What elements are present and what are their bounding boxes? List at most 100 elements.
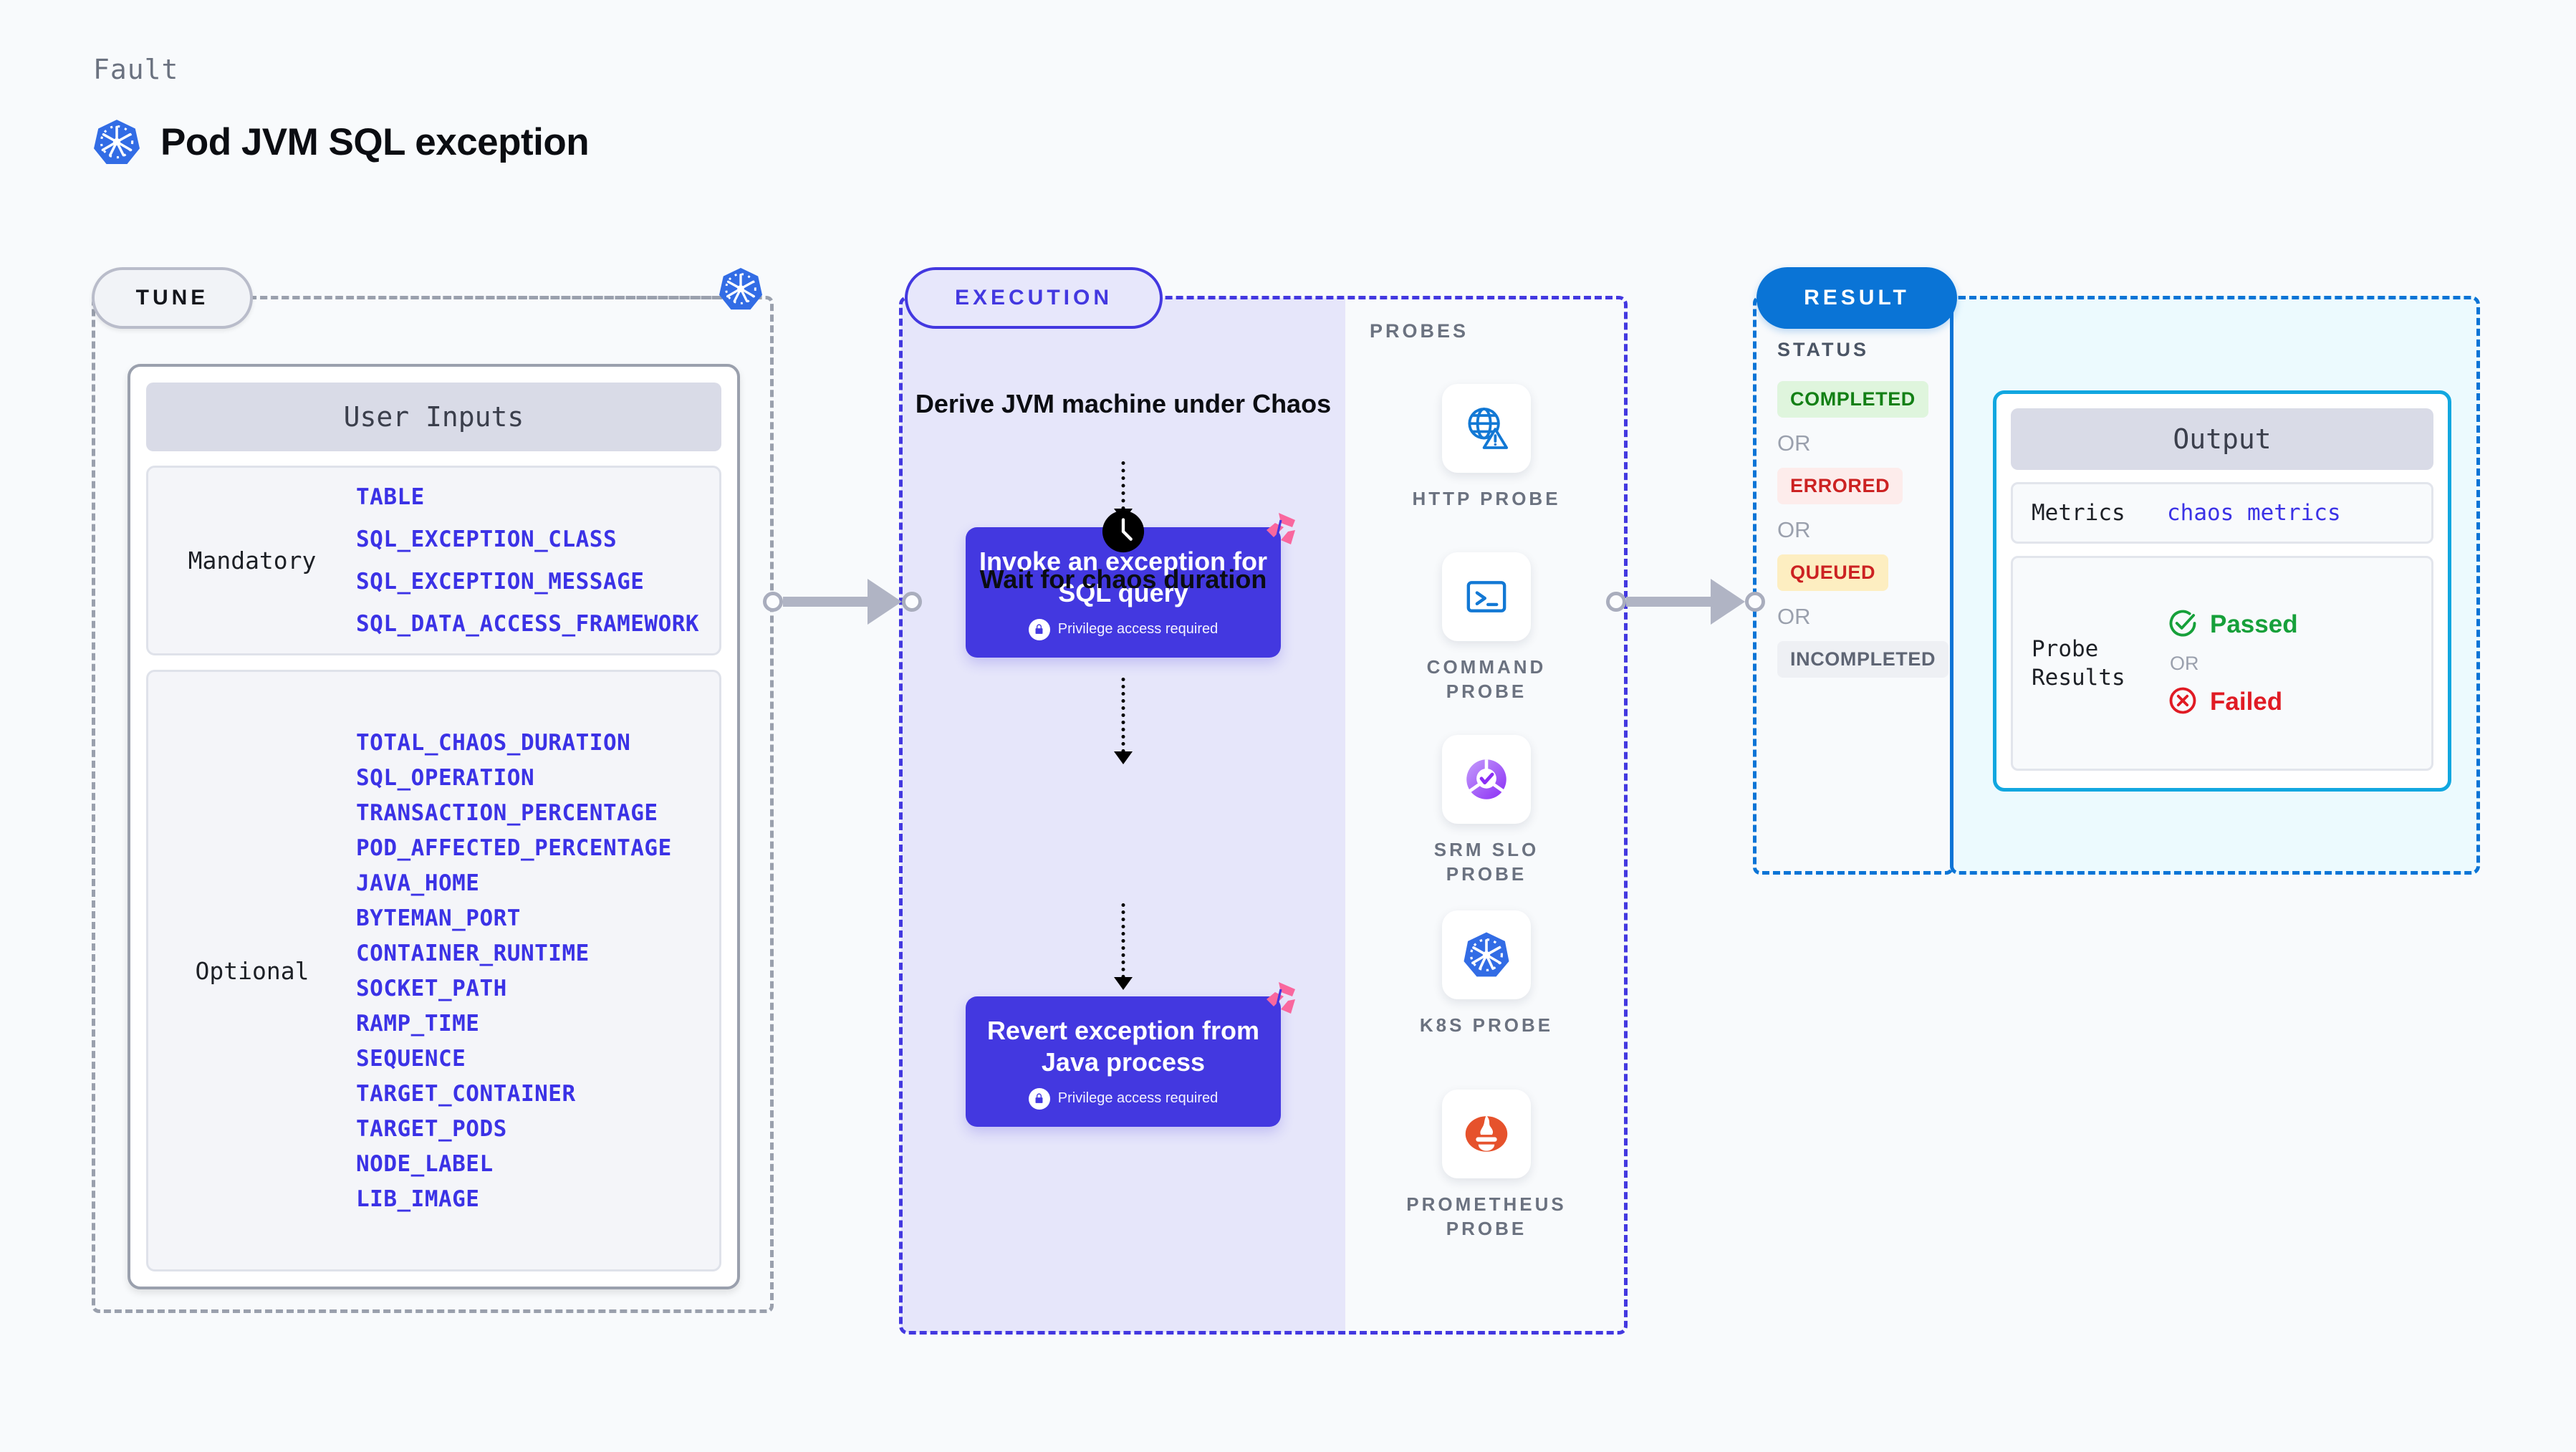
- status-badge: QUEUED: [1777, 554, 1889, 591]
- connector-bar: [1626, 597, 1712, 607]
- flow-arrowhead: [1114, 977, 1133, 990]
- prometheus-icon: [1442, 1090, 1531, 1178]
- probe-label: PROMETHEUS PROBE: [1406, 1193, 1567, 1240]
- probe-label: COMMAND PROBE: [1426, 656, 1547, 703]
- param-item[interactable]: SQL_OPERATION: [356, 764, 535, 791]
- connector-arrowhead: [1711, 579, 1745, 625]
- user-inputs-card: User Inputs Mandatory TABLE SQL_EXCEPTIO…: [128, 364, 740, 1289]
- output-row-probe-results: Probe Results Passed OR: [2011, 556, 2433, 771]
- optional-label: Optional: [195, 956, 309, 985]
- probe-result-failed: Failed: [2167, 685, 2298, 720]
- harness-badge-icon: [1259, 510, 1298, 552]
- probe-result-passed: Passed: [2167, 607, 2298, 643]
- page-title-row: Pod JVM SQL exception: [93, 118, 590, 165]
- connector-dot: [902, 592, 922, 612]
- execution-card-title: Invoke an exception for SQL query: [979, 547, 1268, 607]
- param-item[interactable]: SQL_EXCEPTION_MESSAGE: [356, 569, 645, 595]
- kubernetes-icon: [93, 118, 140, 165]
- output-title: Output: [2011, 408, 2433, 470]
- connector-dot: [763, 592, 783, 612]
- execution-card-title: Revert exception from Java process: [986, 1016, 1260, 1077]
- param-item[interactable]: NODE_LABEL: [356, 1150, 494, 1177]
- status-column: STATUS COMPLETED OR ERRORED OR QUEUED OR…: [1753, 296, 1953, 875]
- probe-http[interactable]: HTTP PROBE: [1400, 384, 1572, 511]
- lock-icon: [1028, 1087, 1050, 1110]
- param-item[interactable]: TOTAL_CHAOS_DURATION: [356, 729, 631, 756]
- failed-label: Failed: [2210, 688, 2283, 716]
- param-item[interactable]: BYTEMAN_PORT: [356, 905, 521, 931]
- privilege-note-text: Privilege access required: [1057, 1090, 1219, 1107]
- param-item[interactable]: CONTAINER_RUNTIME: [356, 940, 590, 966]
- privilege-note: Privilege access required: [979, 1087, 1268, 1110]
- step-derive-jvm: Derive JVM machine under Chaos: [915, 389, 1332, 418]
- user-inputs-title: User Inputs: [146, 383, 721, 451]
- page-title: Pod JVM SQL exception: [160, 120, 590, 163]
- execution-card-revert[interactable]: Revert exception from Java process Privi…: [966, 982, 1295, 1127]
- param-item[interactable]: RAMP_TIME: [356, 1010, 480, 1037]
- page-eyebrow: Fault: [93, 54, 179, 85]
- slo-donut-check-icon: [1442, 735, 1531, 824]
- execution-pill[interactable]: EXECUTION: [905, 267, 1163, 329]
- kubernetes-icon: [1442, 910, 1531, 999]
- probe-results-key: Probe Results: [2032, 635, 2125, 691]
- param-item[interactable]: TABLE: [356, 484, 425, 510]
- param-item[interactable]: JAVA_HOME: [356, 870, 480, 896]
- tune-pill[interactable]: TUNE: [92, 267, 253, 329]
- probe-label: HTTP PROBE: [1412, 488, 1561, 509]
- param-item[interactable]: POD_AFFECTED_PERCENTAGE: [356, 835, 672, 861]
- metrics-value[interactable]: chaos metrics: [2167, 500, 2341, 526]
- param-item[interactable]: LIB_IMAGE: [356, 1186, 480, 1212]
- lock-icon: [1028, 618, 1050, 640]
- param-item[interactable]: SQL_DATA_ACCESS_FRAMEWORK: [356, 611, 700, 637]
- flow-line: [1121, 461, 1125, 510]
- metrics-key: Metrics: [2032, 499, 2125, 526]
- passed-label: Passed: [2210, 610, 2298, 638]
- param-item[interactable]: SEQUENCE: [356, 1045, 466, 1072]
- probe-prometheus[interactable]: PROMETHEUS PROBE: [1400, 1090, 1572, 1241]
- status-badge: COMPLETED: [1777, 381, 1928, 418]
- mandatory-label: Mandatory: [188, 547, 317, 574]
- or-separator: OR: [1777, 517, 1811, 542]
- tune-kubernetes-icon: [719, 266, 763, 314]
- privilege-note-text: Privilege access required: [1057, 621, 1219, 638]
- execution-to-result-arrow: [1606, 579, 1765, 625]
- optional-group: Optional TOTAL_CHAOS_DURATION SQL_OPERAT…: [146, 670, 721, 1271]
- execution-region: [899, 296, 1628, 1335]
- mandatory-param-list: TABLE SQL_EXCEPTION_CLASS SQL_EXCEPTION_…: [356, 484, 719, 637]
- connector-bar: [783, 597, 869, 607]
- probe-label: SRM SLO PROBE: [1433, 839, 1539, 885]
- param-item[interactable]: TARGET_PODS: [356, 1115, 507, 1142]
- probe-k8s[interactable]: K8S PROBE: [1400, 910, 1572, 1037]
- or-separator: OR: [1777, 604, 1811, 629]
- check-circle-icon: [2167, 607, 2198, 643]
- param-item[interactable]: TRANSACTION_PERCENTAGE: [356, 799, 658, 826]
- connector-arrowhead: [868, 579, 902, 625]
- param-item[interactable]: SQL_EXCEPTION_CLASS: [356, 527, 617, 552]
- result-pill[interactable]: RESULT: [1756, 267, 1957, 329]
- tune-connector-line: [249, 296, 722, 299]
- terminal-icon: [1442, 552, 1531, 641]
- probes-label: PROBES: [1370, 320, 1469, 342]
- clock-icon: [1101, 509, 1145, 557]
- output-row-metrics: Metrics chaos metrics: [2011, 482, 2433, 544]
- execution-flow: Derive JVM machine under Chaos Invoke an…: [901, 298, 1345, 1332]
- probes-column: HTTP PROBE COMMAND PROBE: [1345, 298, 1628, 1332]
- flow-line: [1121, 903, 1125, 979]
- x-circle-icon: [2167, 685, 2198, 720]
- harness-badge-icon: [1259, 979, 1298, 1021]
- probe-result-values: Passed OR Failed: [2167, 607, 2298, 720]
- status-heading: STATUS: [1777, 339, 1869, 360]
- optional-param-list: TOTAL_CHAOS_DURATION SQL_OPERATION TRANS…: [356, 730, 719, 1212]
- probe-label: K8S PROBE: [1419, 1014, 1554, 1036]
- status-badge: ERRORED: [1777, 468, 1903, 504]
- privilege-note: Privilege access required: [979, 618, 1268, 640]
- probe-command[interactable]: COMMAND PROBE: [1400, 552, 1572, 704]
- or-separator: OR: [2170, 652, 2199, 674]
- globe-warning-icon: [1442, 384, 1531, 473]
- param-item[interactable]: TARGET_CONTAINER: [356, 1080, 576, 1107]
- connector-dot: [1606, 592, 1626, 612]
- probe-srm-slo[interactable]: SRM SLO PROBE: [1400, 735, 1572, 887]
- status-badge: INCOMPLETED: [1777, 641, 1949, 678]
- param-item[interactable]: SOCKET_PATH: [356, 975, 507, 1001]
